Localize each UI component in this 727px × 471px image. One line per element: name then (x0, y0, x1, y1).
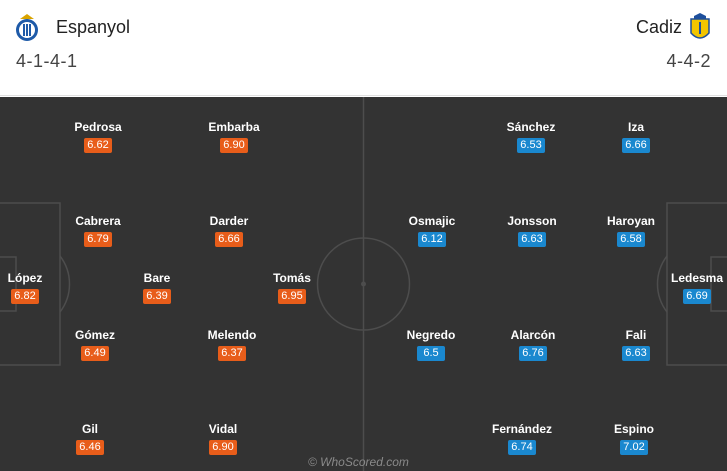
player-rating-badge: 6.62 (84, 138, 112, 153)
away-player[interactable]: Negredo 6.5 (391, 328, 471, 361)
pitch (0, 97, 727, 471)
player-rating-badge: 6.90 (220, 138, 248, 153)
home-player[interactable]: Darder 6.66 (189, 214, 269, 247)
away-player[interactable]: Sánchez 6.53 (491, 120, 571, 153)
player-name: Ledesma (670, 271, 724, 285)
player-rating-badge: 6.66 (215, 232, 243, 247)
player-name: Sánchez (506, 120, 556, 134)
player-name: Osmajic (408, 214, 456, 228)
player-rating-badge: 6.69 (683, 289, 711, 304)
home-player[interactable]: Gómez 6.49 (55, 328, 135, 361)
player-rating-badge: 6.5 (417, 346, 445, 361)
player-name: Cabrera (75, 214, 121, 228)
home-player[interactable]: Vidal 6.90 (183, 422, 263, 455)
watermark: © WhoScored.com (308, 455, 409, 469)
player-name: Negredo (406, 328, 456, 342)
player-name: Gómez (74, 328, 115, 342)
player-rating-badge: 6.46 (76, 440, 104, 455)
player-name: López (7, 271, 43, 285)
espanyol-crest-icon (16, 14, 38, 41)
player-name: Bare (143, 271, 171, 285)
player-rating-badge: 6.66 (622, 138, 650, 153)
player-rating-badge: 6.63 (622, 346, 650, 361)
home-player[interactable]: Embarba 6.90 (194, 120, 274, 153)
player-name: Espino (613, 422, 654, 436)
player-rating-badge: 6.53 (517, 138, 545, 153)
away-player[interactable]: Alarcón 6.76 (493, 328, 573, 361)
home-formation: 4-1-4-1 (16, 51, 78, 71)
home-player[interactable]: Melendo 6.37 (192, 328, 272, 361)
away-player[interactable]: Ledesma 6.69 (657, 271, 727, 304)
away-player[interactable]: Haroyan 6.58 (591, 214, 671, 247)
home-team-name[interactable]: Espanyol (56, 17, 131, 37)
player-rating-badge: 6.76 (519, 346, 547, 361)
player-rating-badge: 7.02 (620, 440, 648, 455)
player-name: Alarcón (510, 328, 556, 342)
player-rating-badge: 6.82 (11, 289, 39, 304)
player-rating-badge: 6.95 (278, 289, 306, 304)
player-name: Tomás (273, 271, 311, 285)
home-player[interactable]: Bare 6.39 (117, 271, 197, 304)
cadiz-crest-icon (690, 13, 710, 39)
player-rating-badge: 6.49 (81, 346, 109, 361)
player-rating-badge: 6.12 (418, 232, 446, 247)
player-name: Melendo (207, 328, 257, 342)
match-header: Espanyol 4-1-4-1 Cadiz 4-4-2 (0, 0, 727, 96)
player-name: Haroyan (606, 214, 656, 228)
player-name: Vidal (208, 422, 238, 436)
player-rating-badge: 6.79 (84, 232, 112, 247)
away-player[interactable]: Fernández 6.74 (482, 422, 562, 455)
player-name: Fernández (491, 422, 552, 436)
player-name: Gil (81, 422, 98, 436)
player-name: Pedrosa (74, 120, 122, 134)
home-player[interactable]: Pedrosa 6.62 (58, 120, 138, 153)
player-rating-badge: 6.90 (209, 440, 237, 455)
away-team-name[interactable]: Cadiz (635, 17, 682, 37)
player-name: Embarba (208, 120, 260, 134)
player-rating-badge: 6.58 (617, 232, 645, 247)
player-name: Jonsson (507, 214, 557, 228)
away-player[interactable]: Jonsson 6.63 (492, 214, 572, 247)
player-rating-badge: 6.37 (218, 346, 246, 361)
home-player[interactable]: Tomás 6.95 (252, 271, 332, 304)
player-name: Darder (209, 214, 249, 228)
pitch-markings (0, 97, 727, 471)
player-rating-badge: 6.39 (143, 289, 171, 304)
away-player[interactable]: Iza 6.66 (596, 120, 676, 153)
away-player[interactable]: Osmajic 6.12 (392, 214, 472, 247)
home-player[interactable]: López 6.82 (0, 271, 65, 304)
away-formation: 4-4-2 (666, 51, 711, 71)
player-rating-badge: 6.63 (518, 232, 546, 247)
player-name: Iza (627, 120, 644, 134)
home-player[interactable]: Gil 6.46 (50, 422, 130, 455)
home-player[interactable]: Cabrera 6.79 (58, 214, 138, 247)
away-player[interactable]: Espino 7.02 (594, 422, 674, 455)
away-player[interactable]: Fali 6.63 (596, 328, 676, 361)
player-rating-badge: 6.74 (508, 440, 536, 455)
player-name: Fali (625, 328, 647, 342)
